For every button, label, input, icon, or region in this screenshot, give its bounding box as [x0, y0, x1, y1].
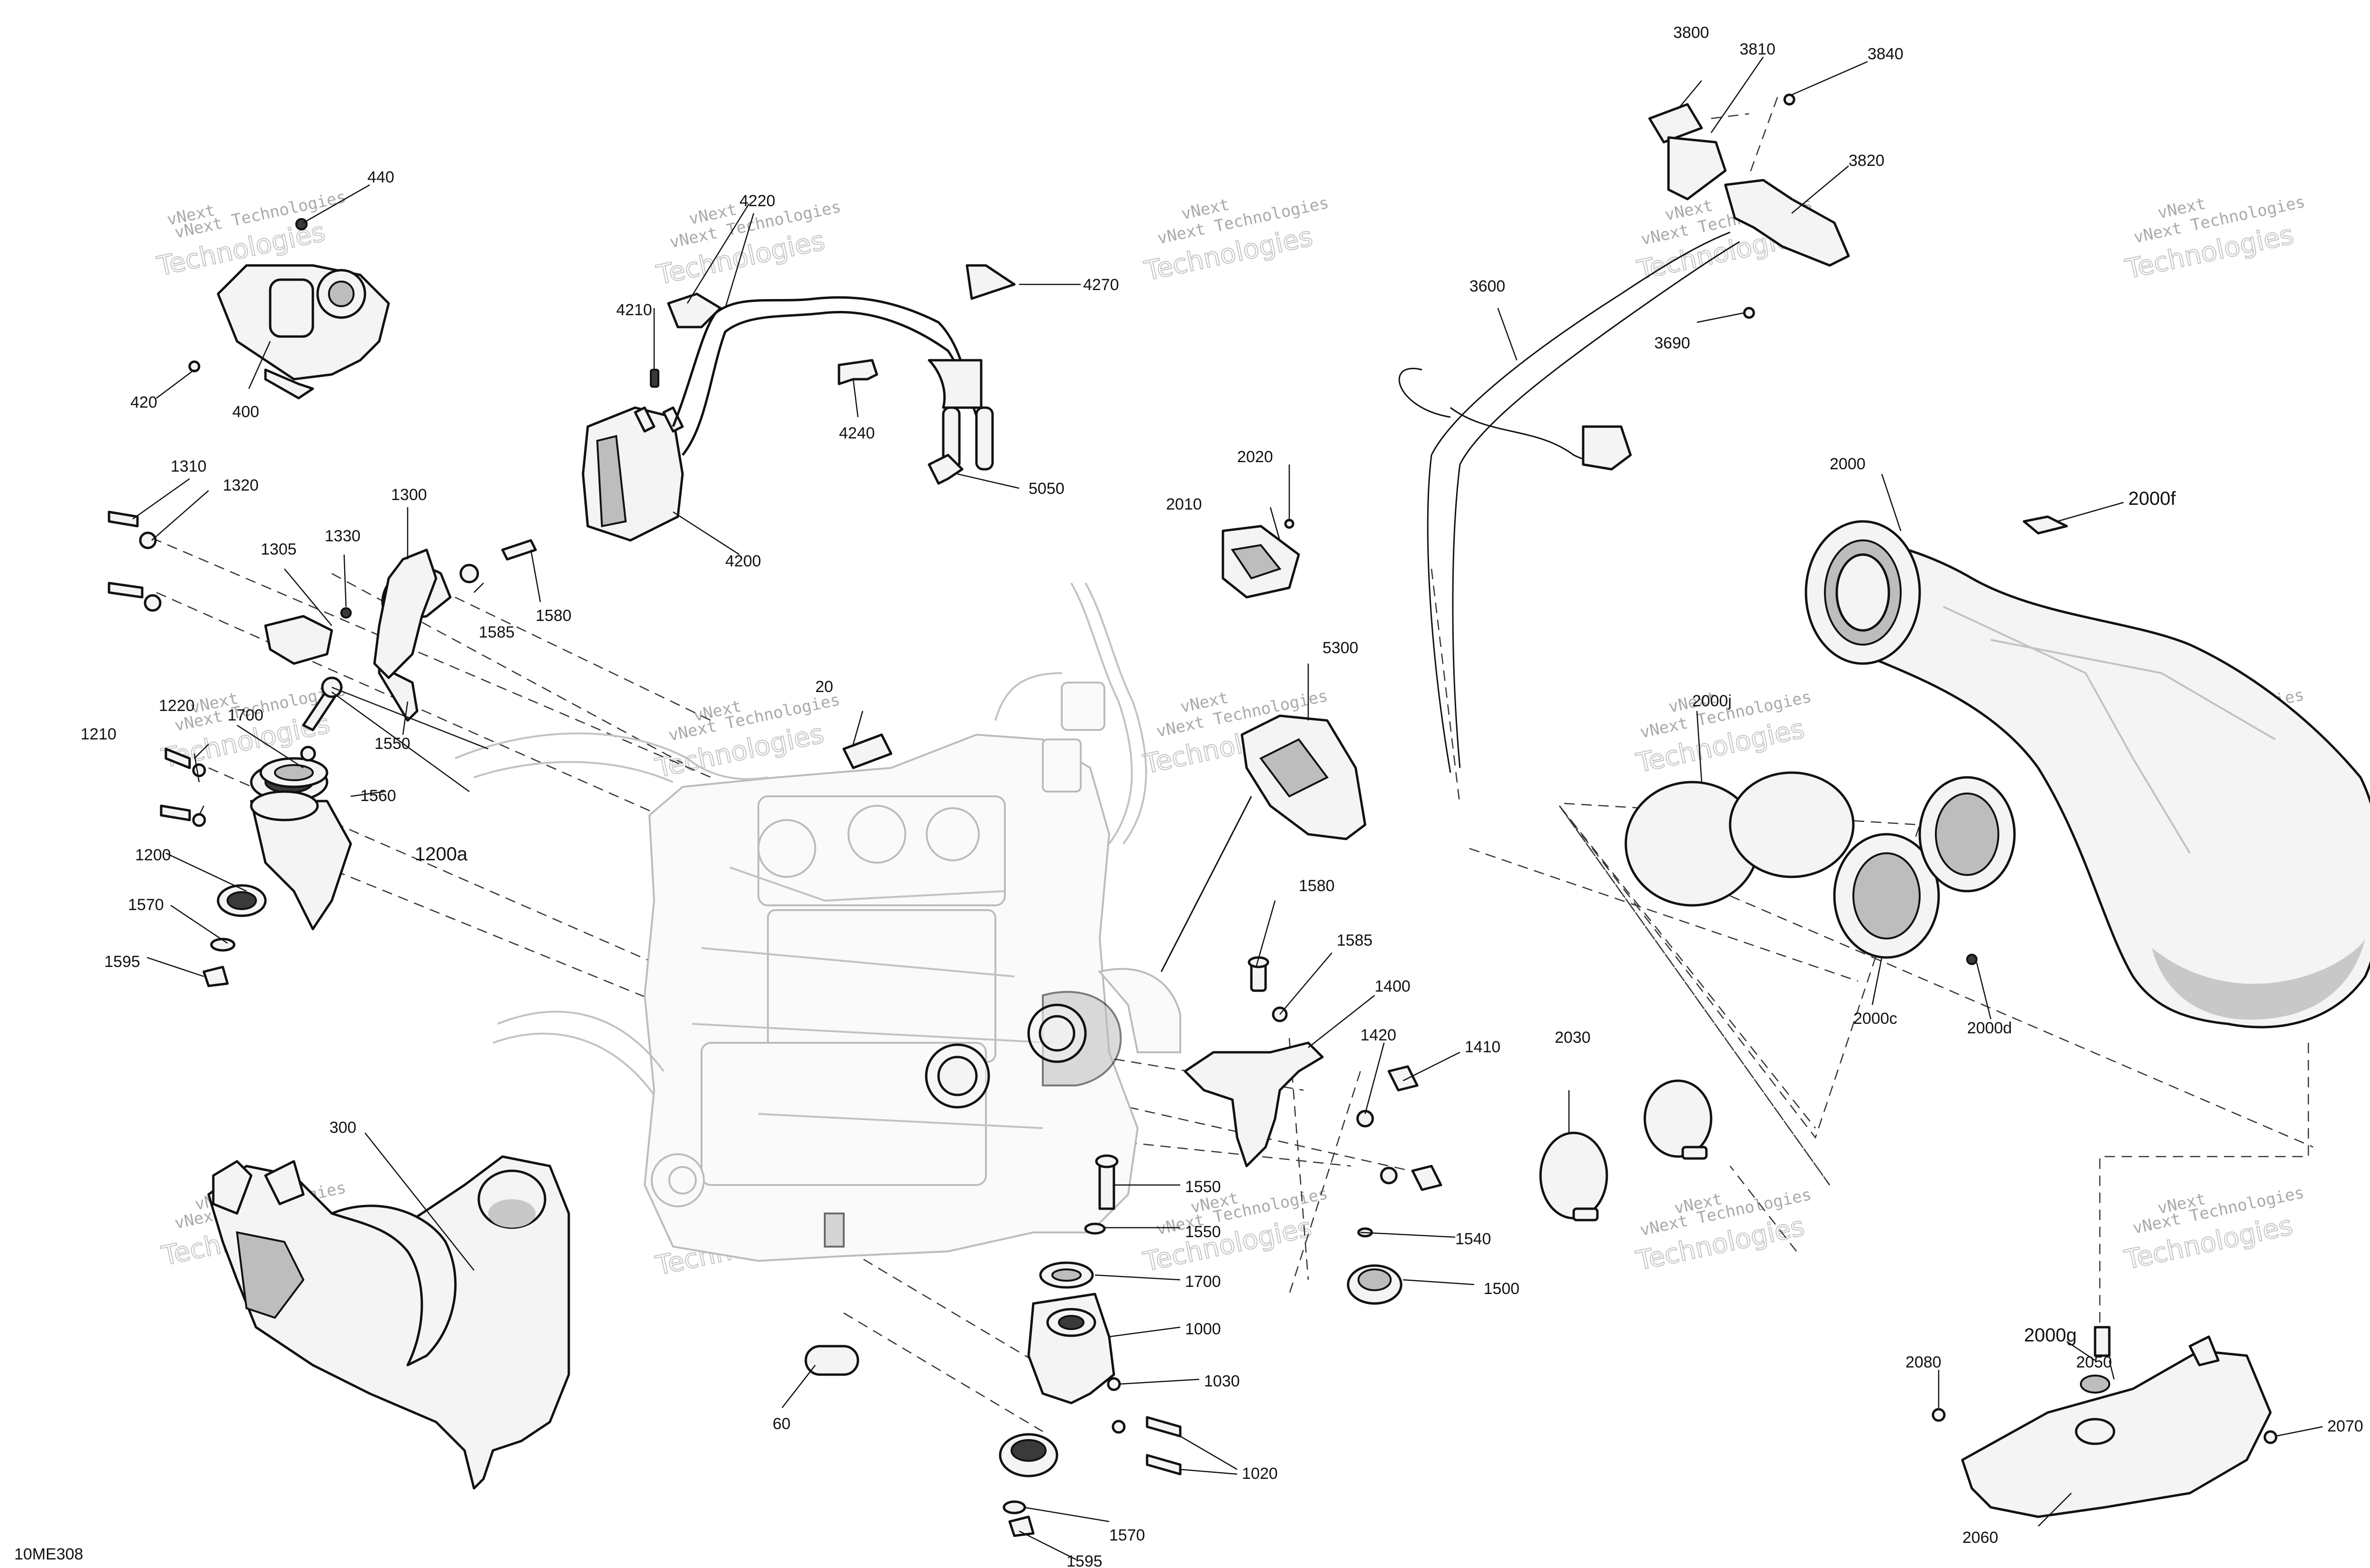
callout-2000c: 2000c — [1853, 1010, 1897, 1028]
engine-assembly — [455, 583, 1181, 1262]
callout-1320: 1320 — [223, 476, 259, 494]
callout-5300: 5300 — [1322, 639, 1358, 657]
callout-1540: 1540 — [1455, 1230, 1491, 1248]
callout-2010: 2010 — [1166, 495, 1202, 513]
callout-4240: 4240 — [839, 424, 875, 442]
callout-1700-lower: 1700 — [1185, 1273, 1221, 1291]
callout-2050: 2050 — [2076, 1353, 2112, 1371]
callout-1550: 1550 — [374, 735, 410, 753]
part-1400-support — [1184, 956, 1442, 1305]
callout-1550-lower-2: 1550 — [1185, 1223, 1221, 1241]
callout-1410: 1410 — [1465, 1038, 1501, 1056]
part-2010-sensor — [1221, 519, 1300, 599]
callout-400: 400 — [232, 403, 259, 421]
callout-1220: 1220 — [159, 697, 195, 715]
callout-1400: 1400 — [1375, 977, 1411, 995]
part-4200-harness — [582, 264, 1016, 542]
part-2000-airbox — [1624, 515, 2370, 1029]
drawing-code: 10ME308 — [14, 1545, 83, 1563]
callout-1570-left: 1570 — [128, 896, 164, 914]
callout-420: 420 — [130, 393, 157, 411]
callout-1020: 1020 — [1242, 1465, 1278, 1483]
callout-labels: 440 400 420 4220 4210 4270 4240 5050 420… — [81, 24, 2363, 1568]
callout-1310: 1310 — [171, 457, 207, 475]
watermark: vNext vNext Technologies Technologies — [1141, 193, 1331, 288]
callout-1550-lower: 1550 — [1185, 1178, 1221, 1196]
callout-2000g: 2000g — [2024, 1325, 2077, 1346]
part-1000-mount — [999, 1154, 1182, 1537]
watermark: vNext vNext Technologies Technologies — [1633, 687, 1813, 779]
callout-3810: 3810 — [1740, 40, 1776, 58]
callout-3840: 3840 — [1868, 45, 1904, 63]
assembly-lines — [151, 97, 2314, 1432]
part-1200-engine-mount — [160, 676, 352, 987]
callout-1560: 1560 — [360, 787, 396, 805]
callout-1330: 1330 — [325, 527, 361, 545]
callout-3820: 3820 — [1849, 152, 1885, 170]
callout-2000: 2000 — [1830, 455, 1866, 473]
callout-1585-right: 1585 — [1337, 931, 1373, 949]
callout-20: 20 — [815, 678, 833, 696]
callout-1305: 1305 — [261, 540, 297, 558]
callout-1420: 1420 — [1360, 1026, 1396, 1044]
part-400-actuator — [188, 218, 390, 400]
watermarks: vNext vNext Technologies Technologies vN… — [154, 188, 2307, 1282]
watermark: vNext vNext Technologies Technologies — [2122, 192, 2307, 286]
callout-1000: 1000 — [1185, 1320, 1221, 1338]
callout-2060: 2060 — [1962, 1529, 1998, 1547]
callout-4220: 4220 — [739, 192, 775, 210]
callout-2030: 2030 — [1555, 1029, 1591, 1047]
callout-4210: 4210 — [616, 301, 652, 319]
callout-1580-right: 1580 — [1299, 877, 1335, 895]
watermark: vNext vNext Technologies Technologies — [1633, 1185, 1813, 1277]
callout-2020: 2020 — [1237, 448, 1273, 466]
callout-1500: 1500 — [1484, 1280, 1520, 1298]
callout-1030: 1030 — [1204, 1372, 1240, 1390]
part-2030-clamps — [1539, 1079, 1713, 1222]
callout-1210: 1210 — [81, 725, 117, 743]
callout-440: 440 — [367, 168, 394, 186]
part-5300-dipstick — [1160, 714, 1367, 972]
callout-3690: 3690 — [1654, 334, 1690, 352]
callout-1595-left: 1595 — [104, 953, 140, 971]
callout-4270: 4270 — [1083, 276, 1119, 294]
callout-1580: 1580 — [536, 607, 572, 625]
callout-1595-lower: 1595 — [1066, 1552, 1103, 1568]
small-parts-20-60 — [804, 733, 893, 1376]
callout-4200: 4200 — [725, 552, 761, 570]
callout-2070: 2070 — [2327, 1417, 2363, 1435]
callout-1200: 1200 — [135, 846, 171, 864]
callout-1700-left: 1700 — [228, 706, 264, 724]
part-300-guard — [207, 1155, 570, 1490]
callout-60: 60 — [773, 1415, 791, 1433]
watermark: vNext vNext Technologies Technologies — [2121, 1183, 2306, 1276]
callout-1585: 1585 — [479, 623, 515, 641]
callout-5050: 5050 — [1029, 480, 1065, 498]
callout-3800: 3800 — [1673, 24, 1709, 42]
leader-lines — [132, 56, 2323, 1560]
callout-1570-lower: 1570 — [1109, 1526, 1145, 1544]
part-1300-bracket — [108, 511, 537, 722]
part-2060-bracket — [1932, 1326, 2278, 1518]
callout-2000j: 2000j — [1692, 692, 1732, 710]
callout-2000f: 2000f — [2128, 488, 2176, 509]
callout-1200a: 1200a — [415, 844, 468, 865]
part-3600-harness — [1398, 93, 1850, 773]
callout-3600: 3600 — [1469, 277, 1505, 295]
callout-1300: 1300 — [391, 486, 427, 504]
callout-2000d: 2000d — [1967, 1019, 2012, 1037]
callout-2080: 2080 — [1905, 1353, 1942, 1371]
callout-300: 300 — [329, 1119, 356, 1137]
